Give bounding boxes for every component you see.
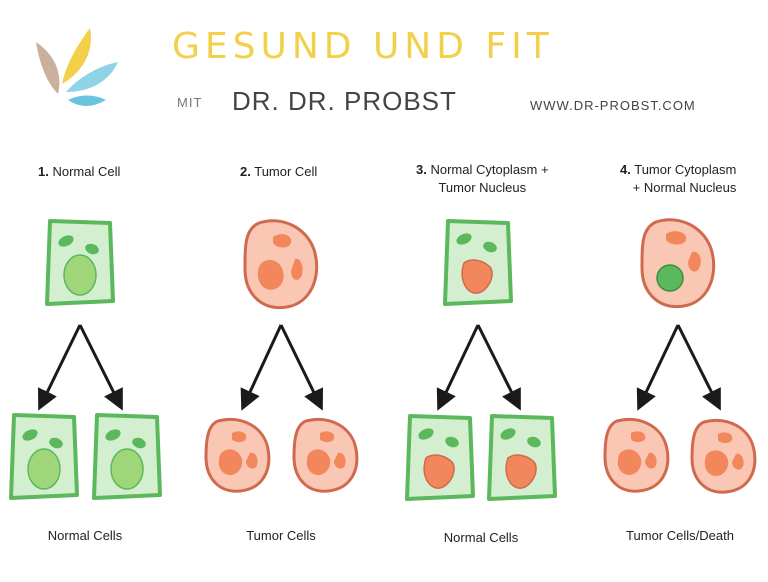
division-arrow-left xyxy=(38,324,82,411)
division-arrow-right xyxy=(78,324,123,411)
division-arrow-left xyxy=(240,324,283,411)
daughter-hybrid-cell xyxy=(487,414,557,501)
daughter-tumor-cell xyxy=(292,417,359,493)
column-2-caption: Tumor Cells xyxy=(246,528,316,543)
parent-hybrid-tumor-cell xyxy=(640,218,716,309)
parent-hybrid-cell xyxy=(443,219,513,306)
column-1-caption: Normal Cells xyxy=(47,528,123,543)
brand-mit: MIT xyxy=(177,95,203,110)
leaf-logo-icon xyxy=(36,28,118,106)
division-arrow-right xyxy=(476,324,521,411)
brand-doctor: DR. DR. PROBST xyxy=(232,86,457,116)
division-arrow-right xyxy=(676,324,721,411)
column-4-caption: Tumor Cells/Death xyxy=(626,528,734,543)
division-arrow-left xyxy=(636,324,680,411)
daughter-normal-cell xyxy=(9,413,79,500)
division-arrow-right xyxy=(279,324,323,411)
daughter-normal-cell xyxy=(92,413,162,500)
column-3-caption: Normal Cells xyxy=(443,530,519,545)
column-1-title: 1. Normal Cell xyxy=(38,164,121,179)
parent-normal-cell xyxy=(45,219,115,306)
column-4-title: 4. Tumor Cytoplasm + Normal Nucleus xyxy=(620,162,737,195)
column-3-title: 3. Normal Cytoplasm + Tumor Nucleus xyxy=(416,162,549,195)
parent-tumor-cell xyxy=(243,219,319,310)
brand-url: WWW.DR-PROBST.COM xyxy=(530,98,696,113)
daughter-tumor-cell xyxy=(690,418,757,494)
division-arrow-left xyxy=(436,324,480,411)
header: GESUND UND FIT MIT DR. DR. PROBST WWW.DR… xyxy=(0,0,768,130)
daughter-tumor-cell xyxy=(204,417,271,493)
daughter-hybrid-cell xyxy=(405,414,475,501)
daughter-tumor-cell xyxy=(603,417,670,493)
brand-title: GESUND UND FIT xyxy=(172,26,554,67)
column-2-title: 2. Tumor Cell xyxy=(240,164,318,179)
